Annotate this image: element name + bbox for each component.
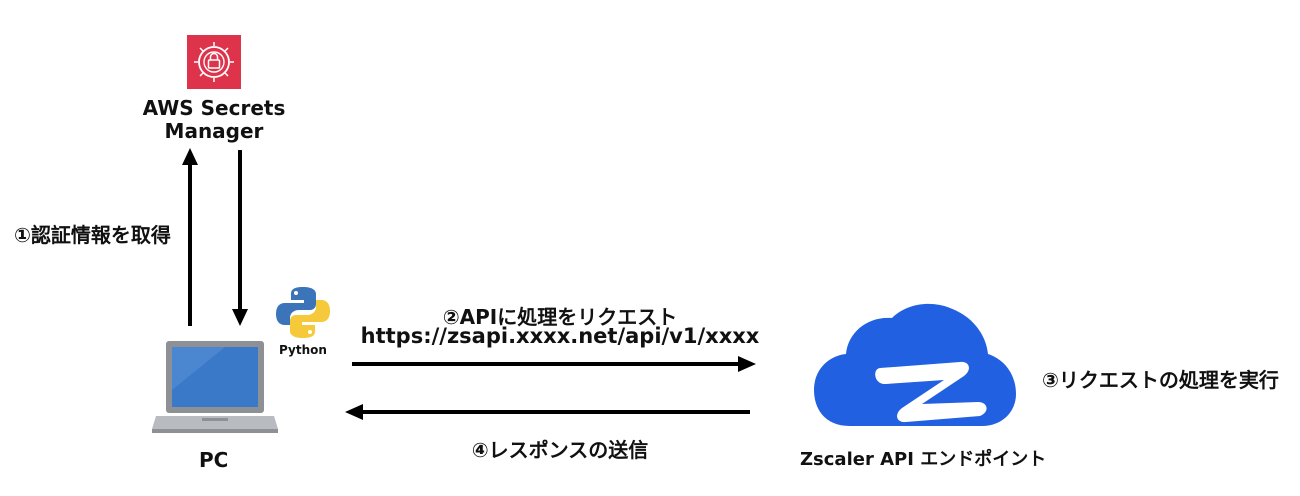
step3-label: ③リクエストの処理を実行 [1042, 368, 1279, 392]
secrets-manager-label: AWS Secrets Manager [130, 97, 298, 143]
step4-label: ④レスポンスの送信 [471, 438, 649, 462]
secrets-manager-label-line1: AWS Secrets [142, 96, 286, 120]
arrow-response [345, 404, 750, 420]
step1-label: ①認証情報を取得 [14, 223, 171, 247]
python-logo-icon [273, 285, 333, 340]
arrow-secrets-to-pc [232, 150, 248, 326]
zscaler-cloud-icon [810, 298, 1020, 438]
zscaler-label: Zscaler API エンドポイント [800, 449, 1047, 470]
laptop-icon [150, 336, 280, 436]
aws-secrets-manager-icon [187, 35, 241, 89]
step2-title: ②APIに処理をリクエスト [442, 305, 678, 329]
pc-label: PC [199, 448, 229, 472]
arrow-pc-to-secrets [182, 148, 198, 326]
python-label: Python [279, 343, 327, 357]
step2-url: https://zsapi.xxxx.net/api/v1/xxxx [360, 324, 760, 348]
secrets-manager-label-line2: Manager [164, 119, 264, 143]
arrow-request [352, 356, 756, 372]
